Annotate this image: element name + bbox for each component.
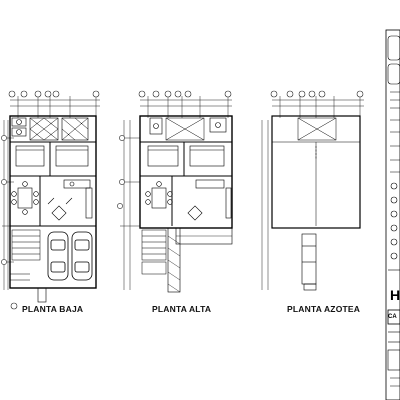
hatched-patio [29,117,89,141]
title-block [385,29,400,400]
stair [141,229,167,275]
plan-label-baja: PLANTA BAJA [22,304,84,314]
plan-label-alta: PLANTA ALTA [152,304,212,314]
notes-lines [390,91,400,173]
axis-bubbles-left [117,135,125,209]
bathroom-fixtures [149,117,227,135]
kitchen-counter [63,179,93,219]
stair [11,229,41,261]
dimension-lines-top [10,96,100,118]
car-right [71,231,93,281]
axis-bubbles-bottom [10,302,18,310]
interior-walls [10,141,96,227]
laundry-area [11,117,27,137]
plan-baja [1,90,100,310]
family-room-set [145,179,232,221]
plan-azotea [261,90,364,291]
tank-enclosure [301,233,317,291]
legend-symbols [388,182,400,271]
plan-label-azotea: PLANTA AZOTEA [287,304,361,314]
plan-alta [117,90,233,293]
dimension-lines-left [120,120,140,290]
roof-slopes [272,117,360,226]
title-block-letter: H [390,287,400,303]
room-fixtures [15,145,89,167]
living-set [47,197,73,221]
terrace-hatch [167,227,233,293]
dimension-lines-left [261,120,269,290]
dining-set [11,181,39,215]
entry-path [10,273,47,303]
axis-bubbles-top [138,90,232,98]
axis-bubbles-left [1,135,7,265]
dimension-lines-top [272,96,364,118]
axis-bubbles-top [8,90,100,98]
roof-outline [271,115,361,229]
outer-wall [9,115,97,289]
dimension-lines-top [140,96,232,118]
title-block-text: CA [388,314,397,320]
axis-bubbles-top [270,90,364,98]
bedroom-fixtures [147,145,225,167]
void-over-patio [165,117,205,141]
car-left [47,231,69,281]
